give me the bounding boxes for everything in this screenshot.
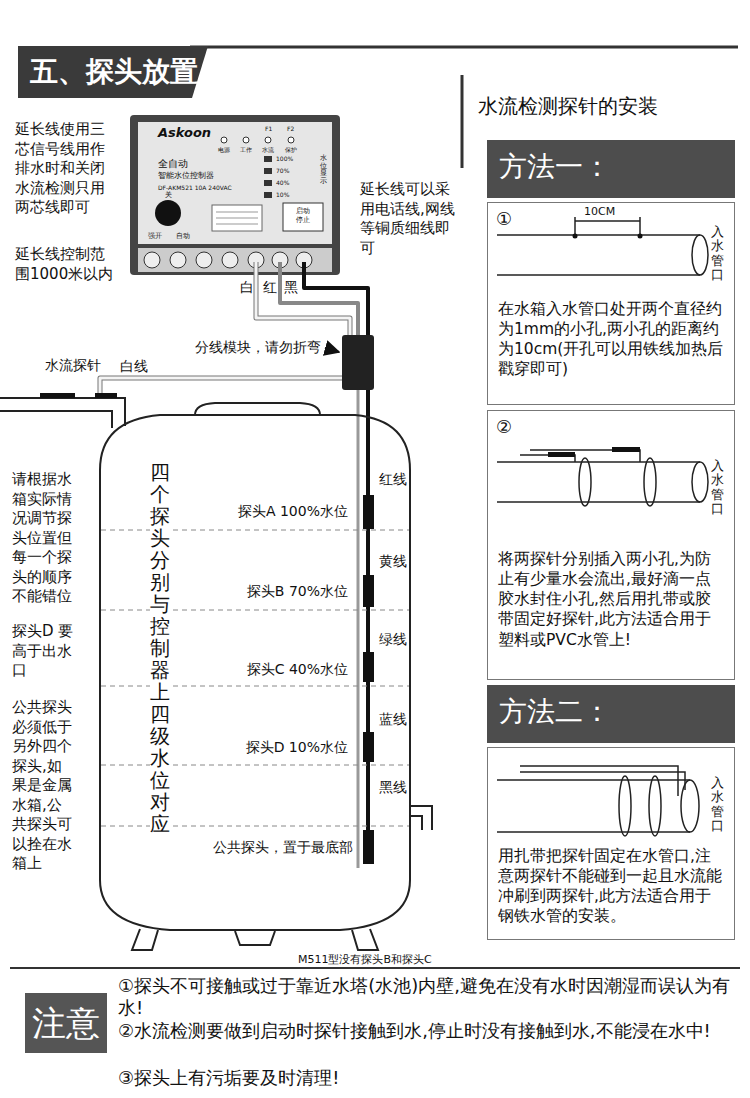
divider <box>461 75 464 168</box>
node-text: 10CM <box>584 205 615 219</box>
annotation-text: 探头C 40%水位 <box>245 661 350 677</box>
annotation: 公共探头必须低于另外四个探头,如果是金属水箱,公共探头可以拴在水箱上 <box>12 698 76 874</box>
pipe-drawing <box>497 450 708 506</box>
page-title: 五、探头放置 <box>30 54 198 90</box>
annotation-text: 探头A 100%水位 <box>236 503 350 519</box>
annotation: 水流检测探针的安装 <box>478 94 658 118</box>
annotation: 延长线控制范围1000米以内 <box>15 245 115 284</box>
node-heading: 方法二： <box>499 694 611 730</box>
separator <box>10 967 740 969</box>
annotation: 白线 <box>120 357 148 375</box>
node-heading: ① <box>496 207 512 230</box>
annotation: 白 <box>240 278 254 296</box>
controller-panel: Askoon 全自动智能水位控制器 DF-AKM521 10A 240VAC 电源 工作… <box>130 115 340 275</box>
node-text: 水位显示 <box>320 155 327 186</box>
annotation: 黄线 <box>379 552 407 570</box>
annotation: 公共探头，置于最底部 <box>195 838 355 856</box>
node-text: 100% <box>276 155 293 163</box>
annotation: 蓝线 <box>379 710 407 728</box>
node-text: 用扎带把探针固定在水管口,注意两探针不能碰到一起且水流能冲刷到两探针,此方法适合… <box>498 846 726 927</box>
annotation: 分线模块，请勿折弯 <box>195 338 321 356</box>
annotation: 探头D 10%水位 <box>215 738 350 756</box>
node-heading: 方法一： <box>499 149 611 185</box>
method-panel: 入水管口用扎带把探针固定在水管口,注意两探针不能碰到一起且水流能冲刷到两探针,此… <box>487 747 735 940</box>
annotation: M511型没有探头B和探头C <box>298 953 432 967</box>
node-text: 关 <box>165 191 172 200</box>
node-heading: 注意 <box>32 1001 100 1045</box>
annotation: 请根据水箱实际情况调节探头位置但每一个探头的顺序不能错位 <box>12 470 76 607</box>
annotation: 黑 <box>284 278 298 296</box>
node-text: 入水管口 <box>711 225 724 282</box>
method-panel: ① 10CM 入水管口在水箱入水管口处开两个直径约为1mm的小孔,两小孔的距离约为1… <box>487 202 735 405</box>
level-lines <box>101 530 409 826</box>
probes <box>363 495 374 864</box>
node-text: 入水管口 <box>711 459 724 516</box>
node-text: 水流 <box>262 146 274 154</box>
node-text: F1 <box>265 125 272 133</box>
tank-fittings <box>132 806 432 950</box>
annotation-text: 探头B 70%水位 <box>245 583 350 599</box>
method-panel: ② 入水管口将两探针分别插入两小孔,为防止有少量水会流出,最好滴一点胶水封住小孔,… <box>487 410 735 680</box>
controller-body <box>130 115 340 275</box>
node-text: 40% <box>276 179 289 187</box>
notice-box: 注意 <box>25 993 107 1053</box>
node-text: 智能水位控制器 <box>158 171 214 181</box>
node-text: 启动停止 <box>296 207 311 225</box>
pipe-drawing <box>497 217 708 275</box>
annotation: 红线 <box>379 470 407 488</box>
node-text: 保护 <box>285 146 297 154</box>
leader-line <box>325 348 339 352</box>
node-text: 电源 <box>218 146 230 154</box>
flow-probe <box>95 393 117 398</box>
node-text: 将两探针分别插入两小孔,为防止有少量水会流出,最好滴一点胶水封住小孔,然后用扎带… <box>498 549 726 650</box>
node-heading: 入水管口 <box>711 776 724 833</box>
flow-probe <box>40 393 75 398</box>
node-text: 10% <box>276 191 289 199</box>
pipe-drawing <box>497 766 699 836</box>
annotation: 探头D 要高于出水口 <box>12 622 76 681</box>
annotation: 水流探针 <box>45 356 101 374</box>
node-text: 在水箱入水管口处开两个直径约为1mm的小孔,两小孔的距离约为10cm(开孔可以用… <box>498 299 726 380</box>
annotation: 探头A 100%水位 <box>215 502 350 520</box>
node-text: DF-AKM521 10A 240VAC <box>158 184 232 192</box>
annotation: 黑线 <box>379 778 407 796</box>
annotation: 延长线可以采用电话线,网线等铜质细线即可 <box>360 180 455 258</box>
method-band: 方法二： <box>487 685 735 743</box>
annotation: 探头C 40%水位 <box>215 660 350 678</box>
annotation-text: 公共探头，置于最底部 <box>211 839 355 855</box>
annotation: 红 <box>263 278 277 296</box>
annotation: ③探头上有污垢要及时清理! <box>118 1067 736 1089</box>
node-text: F2 <box>287 125 294 133</box>
annotation: ②水流检测要做到启动时探针接触到水,停止时没有接触到水,不能浸在水中! <box>118 1020 736 1042</box>
method-band: 方法一： <box>487 140 735 198</box>
annotation: ①探头不可接触或过于靠近水塔(水池)内壁,避免在没有水时因潮湿而误认为有水! <box>118 975 736 1018</box>
annotation: 探头B 70%水位 <box>215 582 350 600</box>
title-banner <box>18 46 208 98</box>
node-text: 强开 <box>148 232 162 241</box>
inlet-pipe <box>0 398 125 428</box>
wires <box>100 262 368 868</box>
annotation: 绿线 <box>379 630 407 648</box>
node-text: 工作 <box>240 146 252 154</box>
header-rule <box>190 46 738 49</box>
node-heading: 四个探头分别与控制器上四级水位对应 <box>150 461 170 835</box>
annotation-text: 探头D 10%水位 <box>244 739 350 755</box>
node-heading: Askoon <box>158 125 211 142</box>
annotation: 延长线使用三芯信号线用作排水时和关闭水流检测只用两芯线即可 <box>15 120 115 218</box>
node-text: 70% <box>276 167 289 175</box>
node-text: 自动 <box>176 232 190 241</box>
node-text: 全自动 <box>158 157 188 170</box>
splitter-module <box>342 335 374 390</box>
node-heading: ② <box>496 415 512 438</box>
